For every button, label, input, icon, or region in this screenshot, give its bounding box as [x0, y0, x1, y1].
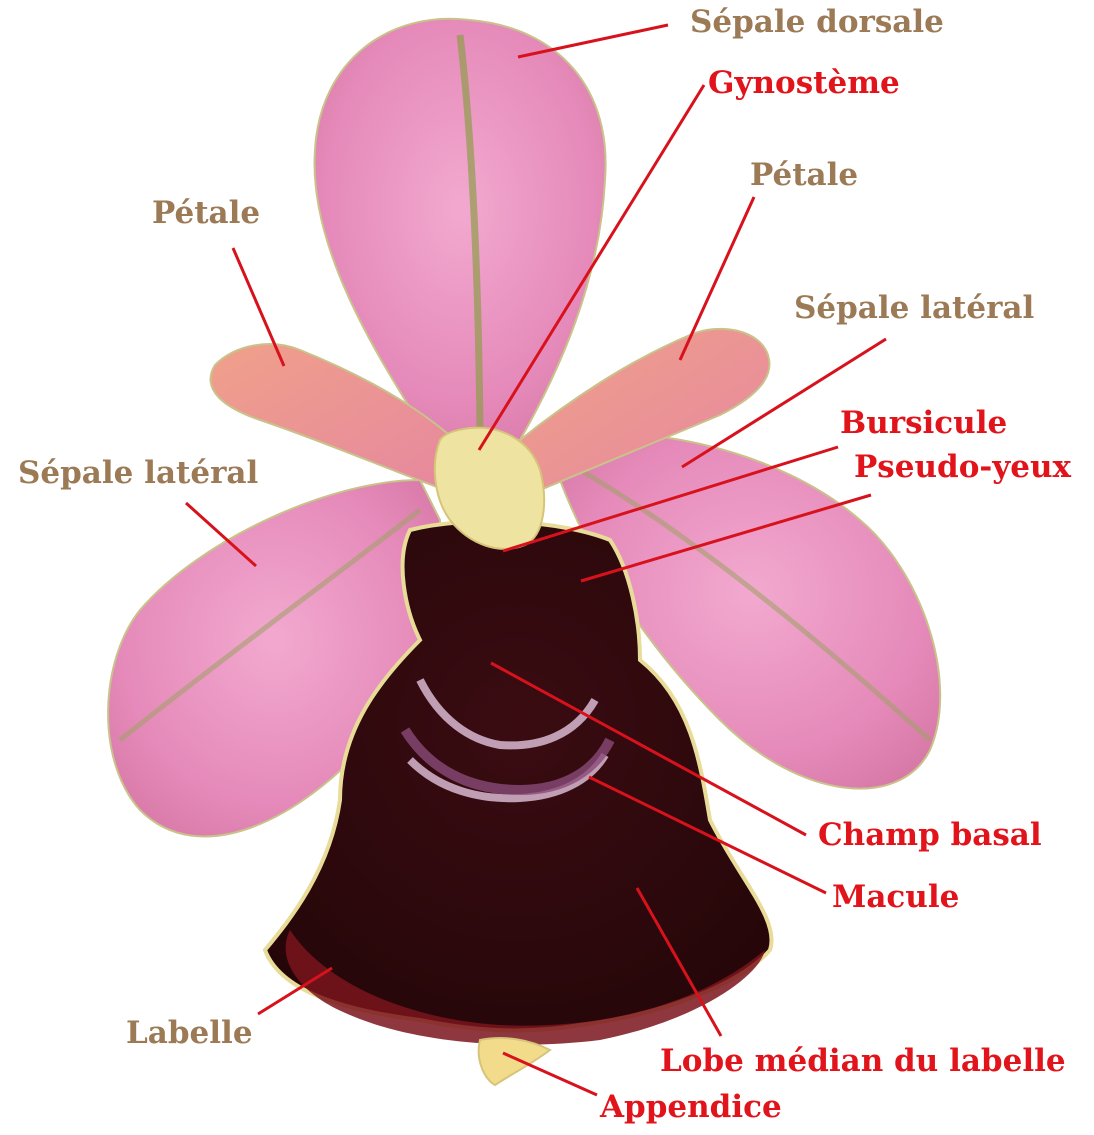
- label-petale-left: Pétale: [152, 198, 260, 229]
- label-pseudo-yeux: Pseudo-yeux: [854, 452, 1071, 483]
- label-sepale-dorsale: Sépale dorsale: [690, 7, 944, 38]
- label-petale-right: Pétale: [750, 160, 858, 191]
- label-sepale-lateral-right: Sépale latéral: [794, 293, 1034, 324]
- label-champ-basal: Champ basal: [818, 820, 1042, 851]
- label-appendice: Appendice: [600, 1092, 782, 1123]
- label-lobe-median: Lobe médian du labelle: [660, 1046, 1066, 1077]
- label-macule: Macule: [832, 882, 959, 913]
- appendix: [479, 1038, 550, 1085]
- label-labelle: Labelle: [126, 1018, 253, 1049]
- line-appendice: [503, 1053, 597, 1095]
- label-sepale-lateral-left: Sépale latéral: [18, 458, 258, 489]
- label-gynosteme: Gynostème: [708, 68, 900, 99]
- label-bursicule: Bursicule: [840, 408, 1007, 439]
